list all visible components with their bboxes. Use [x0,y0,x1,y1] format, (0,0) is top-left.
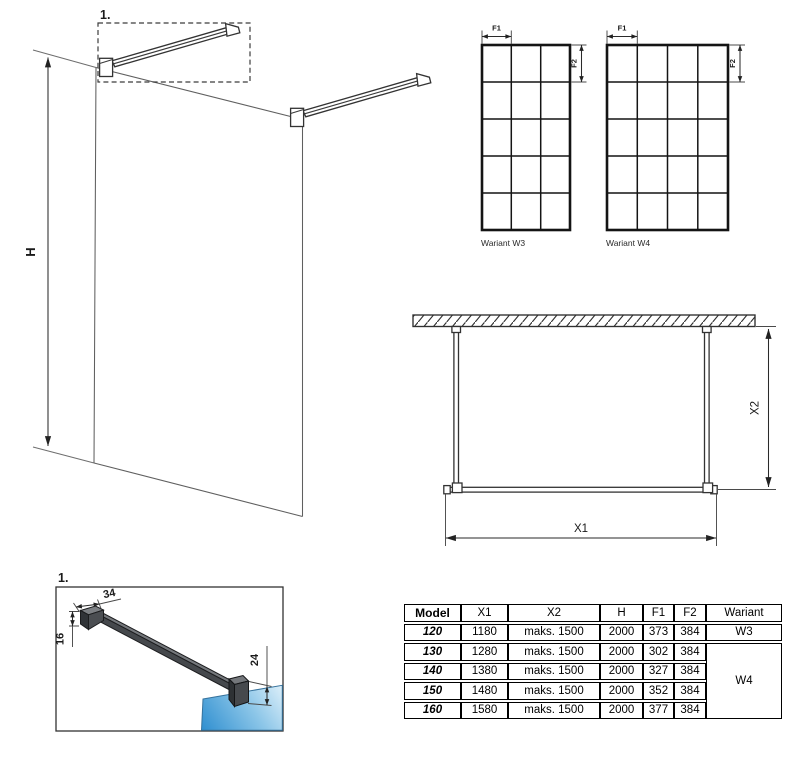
panel-end-cap-left [443,484,451,495]
cell-f1: 377 [643,701,674,719]
cell-h: 2000 [600,643,643,661]
w3-caption: Wariant W3 [481,238,525,248]
header-f1: F1 [643,604,674,622]
cell-x1: 1380 [461,662,508,680]
detail-callout-frame [97,22,251,83]
h-dimension: H [23,57,52,447]
glass-panel-detail [200,684,283,731]
w3-f2-label: F2 [570,59,579,68]
plan-view: X1 X2 [412,314,776,546]
wall-end-cap [224,22,241,38]
cell-f1: 352 [643,682,674,700]
spec-table: Model X1 X2 H F1 F2 Wariant 120 1180 mak… [404,602,782,721]
w4-f2-label: F2 [728,59,737,68]
perspective-view: 1. H [23,8,432,518]
cell-model: 150 [404,682,461,700]
detail-callout-label: 1. [100,8,110,22]
dim-24-label: 24 [249,653,261,666]
w3-f1-label: F1 [492,24,501,33]
table-header-row: Model X1 X2 H F1 F2 Wariant [404,604,782,622]
table-row: 160 1580 maks. 1500 2000 377 384 [404,701,782,719]
cell-model: 140 [404,662,461,680]
cell-f2: 384 [674,701,706,719]
cell-h: 2000 [600,701,643,719]
cell-h: 2000 [600,682,643,700]
x1-dimension-label: X1 [574,523,588,535]
table-row: 120 1180 maks. 1500 2000 373 384 W3 [404,623,782,641]
wall-connector-right [701,325,712,334]
detail-view: 1. 34 16 [55,571,284,732]
header-wariant: Wariant [706,604,782,622]
cell-f1: 373 [643,623,674,641]
cell-x2: maks. 1500 [508,701,600,719]
w4-caption: Wariant W4 [606,238,650,248]
header-h: H [600,604,643,622]
top-extension-line [32,49,97,68]
wall-end-cap [415,72,432,88]
cell-x1: 1480 [461,682,508,700]
wall-connector-left [451,325,462,334]
glass-clamp [228,674,250,708]
plan-rod-right [703,326,710,489]
x1-dimension: X1 [445,494,717,546]
cell-x2: maks. 1500 [508,662,600,680]
cell-x2: maks. 1500 [508,682,600,700]
x2-dimension-label: X2 [750,401,762,415]
detail-callout-label: 1. [58,571,68,585]
cell-f2: 384 [674,643,706,661]
cell-model: 130 [404,643,461,661]
cell-model: 160 [404,701,461,719]
w4-f1-label: F1 [618,24,627,33]
plan-rod-left [453,326,460,489]
panel-connector-right [702,482,714,494]
support-bar-left [98,22,241,78]
h-dimension-label: H [23,247,38,256]
cell-h: 2000 [600,623,643,641]
panel-connector-left [451,482,463,494]
cell-variant-w3: W3 [706,623,782,641]
cell-x1: 1180 [461,623,508,641]
cell-h: 2000 [600,662,643,680]
cell-model: 120 [404,623,461,641]
table-row: 140 1380 maks. 1500 2000 327 384 [404,662,782,680]
cell-f2: 384 [674,662,706,680]
dim-34-label: 34 [102,587,117,601]
cell-f1: 327 [643,662,674,680]
cell-f2: 384 [674,623,706,641]
glass-panel-plan [444,486,718,493]
table-row: 130 1280 maks. 1500 2000 302 384 W4 [404,643,782,719]
glass-panel-perspective [93,66,304,518]
variant-w4-grid: F1 F2 Wariant W4 [605,24,745,248]
detail-dim-34: 34 [73,587,122,613]
x2-dimension: X2 [718,326,776,490]
header-f2: F2 [674,604,706,622]
variant-w3-grid: F1 F2 Wariant W3 [480,24,587,248]
wall-section [412,314,756,328]
header-x2: X2 [508,604,600,622]
detail-dim-16: 16 [55,611,79,647]
cell-x2: maks. 1500 [508,623,600,641]
dim-16-label: 16 [55,633,67,645]
table-row: 150 1480 maks. 1500 2000 352 384 [404,682,782,700]
cell-f2: 384 [674,682,706,700]
cell-x1: 1280 [461,643,508,661]
cell-x2: maks. 1500 [508,643,600,661]
detail-dim-24: 24 [247,646,272,706]
header-x1: X1 [461,604,508,622]
floor-line [32,446,95,464]
cell-x1: 1580 [461,701,508,719]
support-bar-right [289,72,432,128]
cell-variant-w4: W4 [706,643,782,719]
cell-f1: 302 [643,643,674,661]
header-model: Model [404,604,461,622]
